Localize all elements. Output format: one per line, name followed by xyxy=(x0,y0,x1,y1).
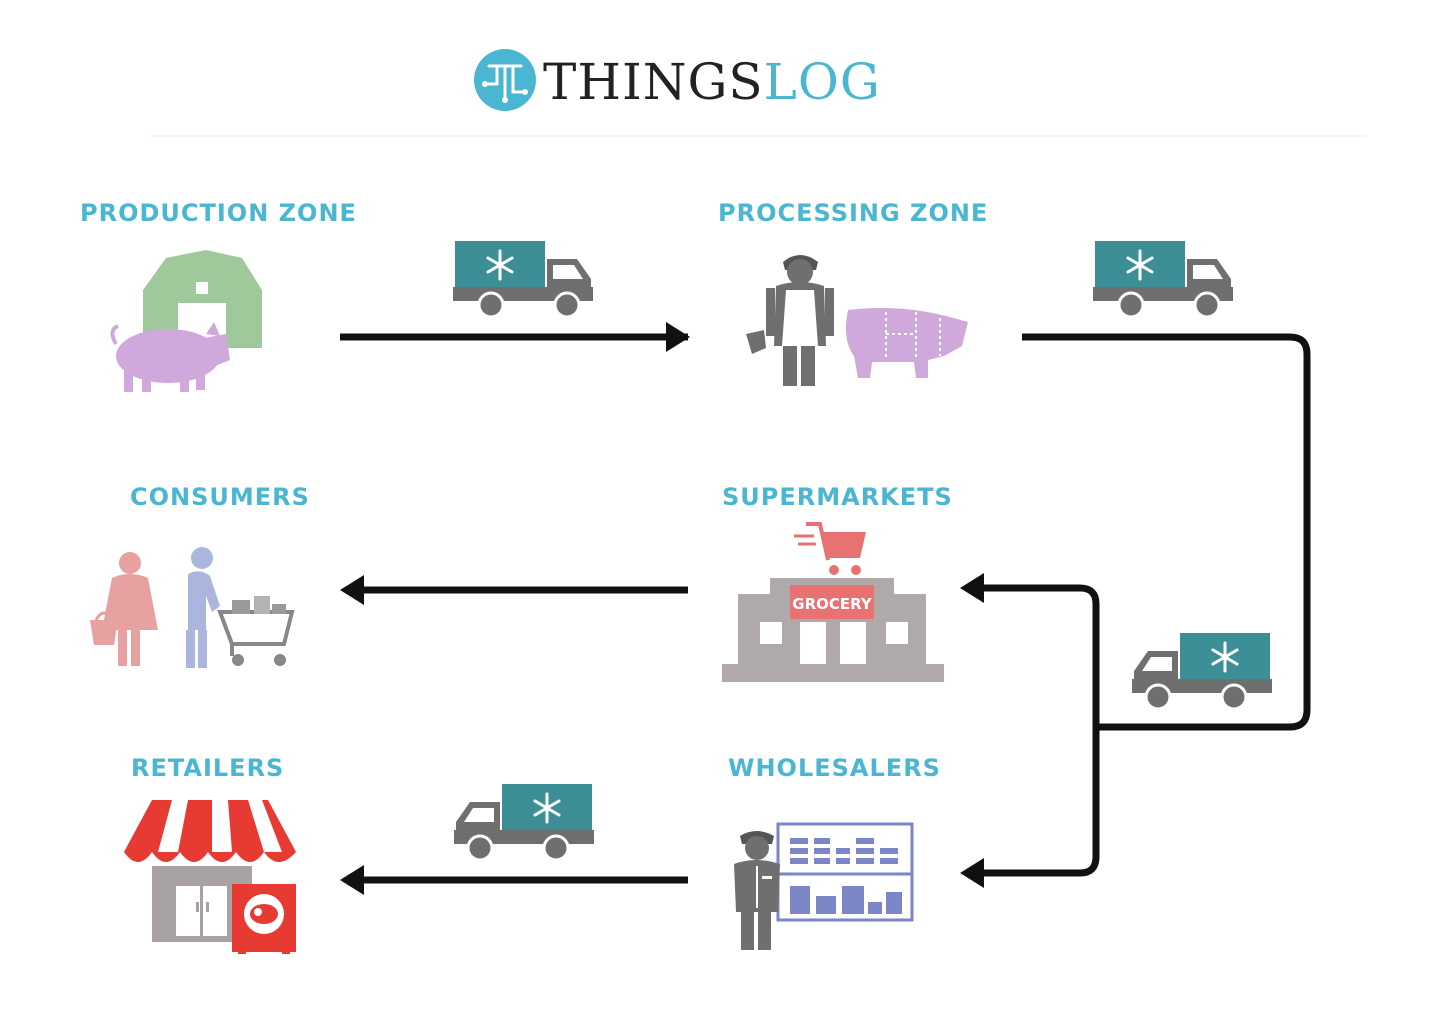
market-stall-icon xyxy=(124,800,296,954)
brand-name-part2: LOG xyxy=(763,53,881,111)
production-zone-label: PRODUCTION ZONE xyxy=(80,199,357,227)
grocery-store-icon: GROCERY xyxy=(722,522,944,682)
brand-logo: THINGSLOG xyxy=(543,50,881,114)
wholesalers-label: WHOLESALERS xyxy=(728,754,941,782)
processing-zone-label: PROCESSING ZONE xyxy=(718,199,989,227)
refrigerated-truck-icon xyxy=(1091,239,1235,319)
circuit-t-logo-icon xyxy=(474,49,536,111)
pig-cuts-icon xyxy=(846,308,968,378)
header-divider xyxy=(150,135,1365,137)
shopping-cart-icon xyxy=(217,596,295,666)
refrigerated-truck-icon xyxy=(451,239,595,319)
refrigerated-truck-icon xyxy=(1130,631,1274,711)
supermarkets-label: SUPERMARKETS xyxy=(722,483,953,511)
route-to-supermarkets-and-wholesalers xyxy=(980,584,1100,877)
refrigerated-truck-icon xyxy=(452,782,596,862)
shopping-people-icon xyxy=(90,547,295,668)
brand-name-part1: THINGS xyxy=(543,53,764,111)
warehouse-worker-icon xyxy=(734,822,914,950)
pig-icon xyxy=(110,322,230,392)
butcher-icon xyxy=(746,255,834,386)
route-processing-to-distribution xyxy=(1022,333,1311,731)
grocery-sign-text: GROCERY xyxy=(792,595,873,613)
shopping-cart-icon xyxy=(794,522,866,575)
barn-icon xyxy=(143,250,262,348)
consumers-label: CONSUMERS xyxy=(130,483,310,511)
retailers-label: RETAILERS xyxy=(131,754,285,782)
